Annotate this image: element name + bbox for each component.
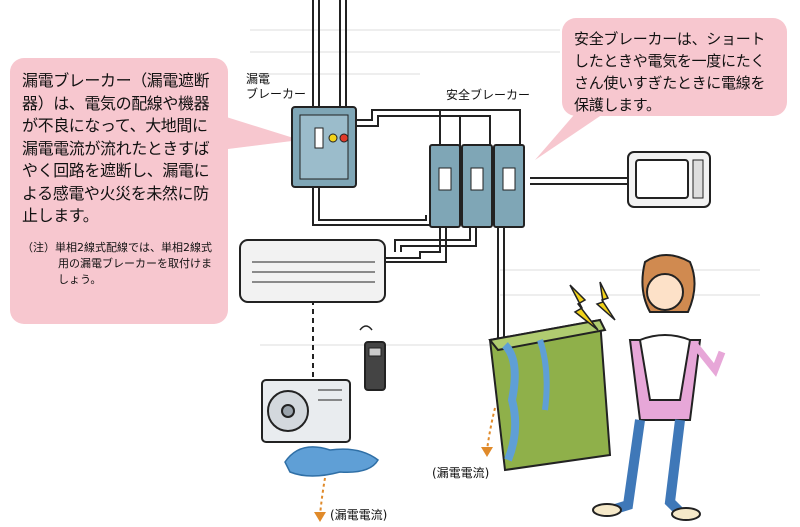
label-leakage-current-washer: (漏電電流) [432,466,490,480]
wiring [312,0,640,338]
electric-sparks [569,281,616,331]
leakage-breaker-note: （注）単相2線式配線では、単相2線式用の漏電ブレーカーを取付けましょう。 [22,240,212,286]
water-puddle-outdoor [284,446,379,477]
leakage-breaker-description: 漏電ブレーカー（漏電遮断器）は、電気の配線や機器が不良になって、大地間に漏電電流… [22,71,210,225]
startled-woman-figure [592,254,726,521]
leakage-breaker-callout: 漏電ブレーカー（漏電遮断器）は、電気の配線や機器が不良になって、大地間に漏電電流… [10,58,228,324]
air-conditioner-outdoor [261,379,351,443]
label-safety-breaker: 安全ブレーカー [446,88,531,102]
label-leakage-breaker-line2: ブレーカー [246,87,307,101]
right-callout-pointer [535,108,612,160]
washing-machine [488,318,612,472]
leakage-breaker [291,106,357,188]
remote-control [359,325,386,391]
safety-breaker-callout: 安全ブレーカーは、ショートしたときや電気を一度にたくさん使いすぎたときに電線を保… [562,18,787,116]
left-callout-pointer [220,115,300,150]
safety-breakers [429,144,525,228]
arrow-head-2 [481,447,493,457]
microwave-oven [627,151,711,208]
label-leakage-breaker-line1: 漏電 [246,72,271,86]
arrow-head-1 [314,512,326,522]
label-leakage-current-outdoor: (漏電電流) [330,508,388,522]
safety-breaker-description: 安全ブレーカーは、ショートしたときや電気を一度にたくさん使いすぎたときに電線を保… [574,30,766,114]
air-conditioner-indoor [239,239,386,303]
